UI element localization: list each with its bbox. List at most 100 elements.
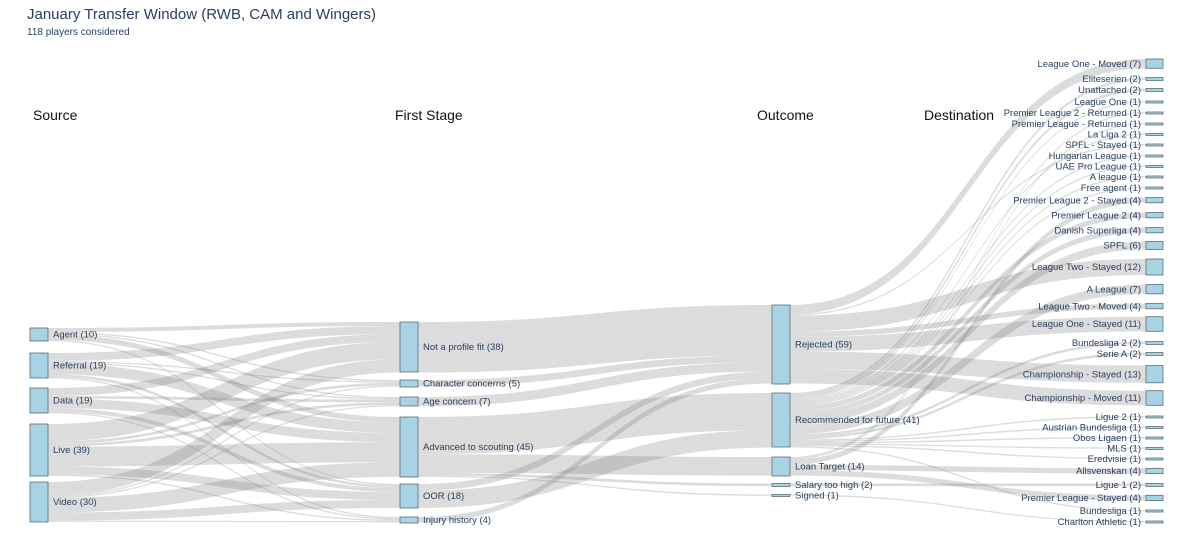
sankey-node-label: Salary too high (2) <box>795 480 873 491</box>
sankey-link <box>790 483 1146 487</box>
sankey-node-bundesliga-2[interactable] <box>1145 341 1164 345</box>
sankey-node-unattached[interactable] <box>1145 88 1164 92</box>
sankey-node-label: Austrian Bundesliga (1) <box>1042 423 1141 434</box>
sankey-link <box>48 407 400 492</box>
sankey-node-label: League One - Moved (7) <box>1037 59 1141 70</box>
sankey-node-uae-pro-league[interactable] <box>1145 165 1164 168</box>
sankey-node-label: MLS (1) <box>1107 444 1141 455</box>
sankey-node-spfl[interactable] <box>1145 241 1164 250</box>
sankey-node-signed[interactable] <box>771 494 791 497</box>
sankey-node-label: League Two - Stayed (12) <box>1032 262 1141 273</box>
sankey-node-label: La Liga 2 (1) <box>1088 130 1141 141</box>
sankey-node-label: Injury history (4) <box>423 515 491 526</box>
sankey-node-obos-ligaen[interactable] <box>1145 436 1164 440</box>
sankey-node-advanced-to-scouting[interactable] <box>399 416 419 478</box>
sankey-node-premier-league-2-stayed[interactable] <box>1145 197 1164 204</box>
sankey-node-a-league[interactable] <box>1145 284 1164 295</box>
sankey-link <box>418 475 772 496</box>
sankey-link <box>790 494 1146 523</box>
column-header-first-stage: First Stage <box>395 107 463 123</box>
sankey-node-label: Video (30) <box>53 497 97 508</box>
sankey-node-video[interactable] <box>29 481 49 523</box>
sankey-link <box>48 411 400 520</box>
sankey-node-label: Character concerns (5) <box>423 379 520 390</box>
sankey-node-label: Live (39) <box>53 445 90 456</box>
sankey-node-mls[interactable] <box>1145 447 1164 450</box>
sankey-node-injury-history[interactable] <box>399 516 419 524</box>
sankey-node-premier-league-returned[interactable] <box>1145 122 1164 126</box>
sankey-link <box>790 351 1146 383</box>
sankey-node-label: Charlton Athletic (1) <box>1058 517 1141 528</box>
sankey-node-label: Premier League 2 (4) <box>1051 210 1141 221</box>
sankey-link <box>790 352 1146 440</box>
sankey-link <box>790 197 1146 465</box>
sankey-node-label: Agent (10) <box>53 330 97 341</box>
sankey-node-hungarian-league[interactable] <box>1145 154 1164 158</box>
sankey-node-agent[interactable] <box>29 327 49 342</box>
sankey-node-eliteserien[interactable] <box>1145 77 1164 81</box>
sankey-node-bundesliga[interactable] <box>1145 509 1164 513</box>
sankey-node-serie-a[interactable] <box>1145 352 1164 356</box>
sankey-node-character-concerns[interactable] <box>399 379 419 388</box>
sankey-node-live[interactable] <box>29 423 49 477</box>
sankey-node-spfl-stayed[interactable] <box>1145 143 1164 147</box>
sankey-link <box>48 341 400 442</box>
sankey-link <box>48 322 400 332</box>
sankey-node-a-league[interactable] <box>1145 175 1164 179</box>
sankey-node-league-one[interactable] <box>1145 100 1164 104</box>
sankey-link <box>48 474 400 521</box>
sankey-node-data[interactable] <box>29 387 49 414</box>
sankey-link <box>418 362 772 407</box>
sankey-node-label: A league (1) <box>1090 172 1141 183</box>
sankey-node-premier-league-2[interactable] <box>1145 212 1164 219</box>
sankey-node-league-one-moved[interactable] <box>1145 58 1164 69</box>
sankey-node-league-two-stayed[interactable] <box>1145 258 1164 276</box>
sankey-link <box>48 398 400 443</box>
sankey-node-oor[interactable] <box>399 483 419 509</box>
sankey-node-age-concern[interactable] <box>399 396 419 407</box>
sankey-link <box>790 426 1146 443</box>
sankey-link <box>48 520 400 523</box>
sankey-node-salary-too-high[interactable] <box>771 483 791 487</box>
sankey-node-label: League One (1) <box>1074 97 1141 108</box>
sankey-node-league-two-moved[interactable] <box>1145 303 1164 310</box>
sankey-link <box>418 430 772 508</box>
column-header-outcome: Outcome <box>757 107 814 123</box>
sankey-link <box>790 303 1146 337</box>
sankey-node-eredvisie[interactable] <box>1145 457 1164 461</box>
sankey-node-ligue-1[interactable] <box>1145 483 1164 487</box>
sankey-node-ligue-2[interactable] <box>1145 415 1164 419</box>
sankey-link <box>48 382 400 444</box>
sankey-node-charlton-athletic[interactable] <box>1145 520 1164 524</box>
sankey-node-premier-league-2-returned[interactable] <box>1145 111 1164 115</box>
sankey-link <box>48 331 400 382</box>
sankey-link <box>790 443 1146 449</box>
sankey-node-austrian-bundesliga[interactable] <box>1145 426 1164 429</box>
sankey-node-la-liga-2[interactable] <box>1145 133 1164 136</box>
sankey-node-not-a-profile-fit[interactable] <box>399 321 419 373</box>
sankey-node-label: Bundesliga (1) <box>1080 506 1141 517</box>
sankey-node-championship-moved[interactable] <box>1145 390 1164 406</box>
sankey-node-rejected[interactable] <box>771 304 791 385</box>
sankey-node-label: Premier League - Returned (1) <box>1012 119 1141 130</box>
sankey-link <box>48 334 400 423</box>
sankey-link <box>48 466 400 500</box>
sankey-link <box>790 470 1146 501</box>
sankey-node-label: Signed (1) <box>795 491 839 502</box>
sankey-node-recommended-for-future[interactable] <box>771 392 791 448</box>
sankey-node-label: Danish Superliga (4) <box>1054 225 1141 236</box>
sankey-node-danish-superliga[interactable] <box>1145 227 1164 234</box>
sankey-node-free-agent[interactable] <box>1145 186 1164 190</box>
sankey-node-loan-target[interactable] <box>771 456 791 477</box>
sankey-node-league-one-stayed[interactable] <box>1145 316 1164 332</box>
sankey-link <box>48 363 400 433</box>
column-header-destination: Destination <box>924 107 995 123</box>
sankey-node-premier-league-stayed[interactable] <box>1145 494 1164 501</box>
sankey-link <box>790 464 1146 474</box>
sankey-node-championship-stayed[interactable] <box>1145 365 1164 384</box>
sankey-link <box>790 416 1146 441</box>
sankey-node-allsvenskan[interactable] <box>1145 467 1164 474</box>
sankey-node-referral[interactable] <box>29 352 49 379</box>
sankey-node-label: Championship - Stayed (13) <box>1023 369 1141 380</box>
